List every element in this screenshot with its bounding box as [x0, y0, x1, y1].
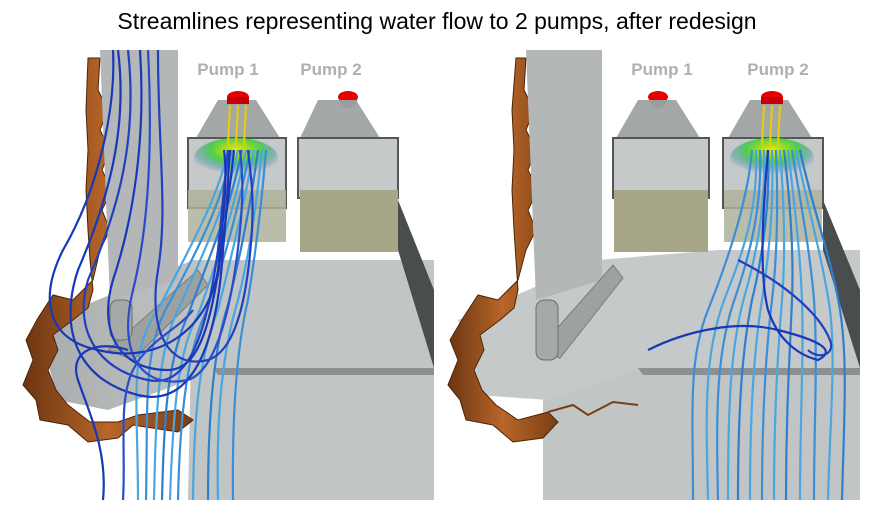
streamline	[772, 149, 786, 501]
streamline	[691, 149, 754, 501]
streamline	[782, 149, 794, 501]
inlet-column	[526, 50, 602, 300]
streamline	[705, 149, 758, 501]
pump2-label: Pump 2	[300, 60, 361, 79]
intake-jets	[227, 104, 247, 146]
pump1-label: Pump 1	[631, 60, 692, 79]
streamline	[737, 259, 833, 357]
pump2-cone	[728, 100, 812, 138]
splitter-pier	[109, 299, 133, 341]
left-simulation-render: Pump 1 Pump 2	[22, 50, 434, 501]
floor-ledge	[638, 368, 860, 375]
pump2-cone	[300, 100, 380, 138]
streamline	[726, 149, 766, 501]
pump1-bell	[648, 100, 668, 108]
streamline	[144, 149, 234, 501]
pump1-head-base	[227, 97, 249, 104]
streamline	[748, 149, 774, 501]
channel-floor	[543, 370, 860, 500]
streamline	[794, 149, 834, 501]
floor-crack	[547, 400, 639, 417]
pump2-housing	[297, 137, 399, 199]
streamline	[786, 149, 804, 501]
right-simulation-panel: Pump 1 Pump 2	[438, 50, 860, 502]
streamline	[127, 50, 244, 383]
streamline	[231, 149, 268, 501]
pump1-housing	[612, 137, 710, 199]
streamline	[121, 309, 194, 501]
streamline	[107, 50, 236, 372]
streamline	[716, 149, 762, 501]
streamline	[216, 149, 264, 501]
right-simulation-render: Pump 1 Pump 2	[447, 50, 860, 501]
streamline	[798, 149, 846, 501]
right-wall	[398, 200, 434, 368]
pump2-head-base	[761, 97, 783, 104]
streamline	[736, 149, 770, 501]
streamline	[75, 345, 129, 501]
right-wall	[823, 200, 860, 368]
streamlines	[48, 50, 268, 501]
pump2-label: Pump 2	[747, 60, 808, 79]
pump1-cone	[616, 100, 700, 138]
intake-jets	[761, 104, 781, 146]
streamline	[135, 149, 230, 501]
streamline	[647, 149, 827, 362]
streamline	[82, 50, 230, 383]
pump1-label: Pump 1	[197, 60, 258, 79]
pump2-screen	[300, 190, 398, 252]
left-simulation-panel: Pump 1 Pump 2	[18, 50, 434, 502]
streamline	[760, 149, 779, 501]
floor-ledge	[213, 368, 434, 375]
splitter-pier	[535, 299, 559, 361]
pump1-screen	[614, 190, 708, 252]
channel-floor	[188, 260, 434, 500]
streamlines	[647, 149, 846, 501]
streamline	[790, 149, 817, 501]
pump2-bell	[338, 100, 358, 108]
figure-title: Streamlines representing water flow to 2…	[117, 8, 757, 34]
streamline	[154, 50, 254, 363]
streamline	[168, 149, 248, 501]
